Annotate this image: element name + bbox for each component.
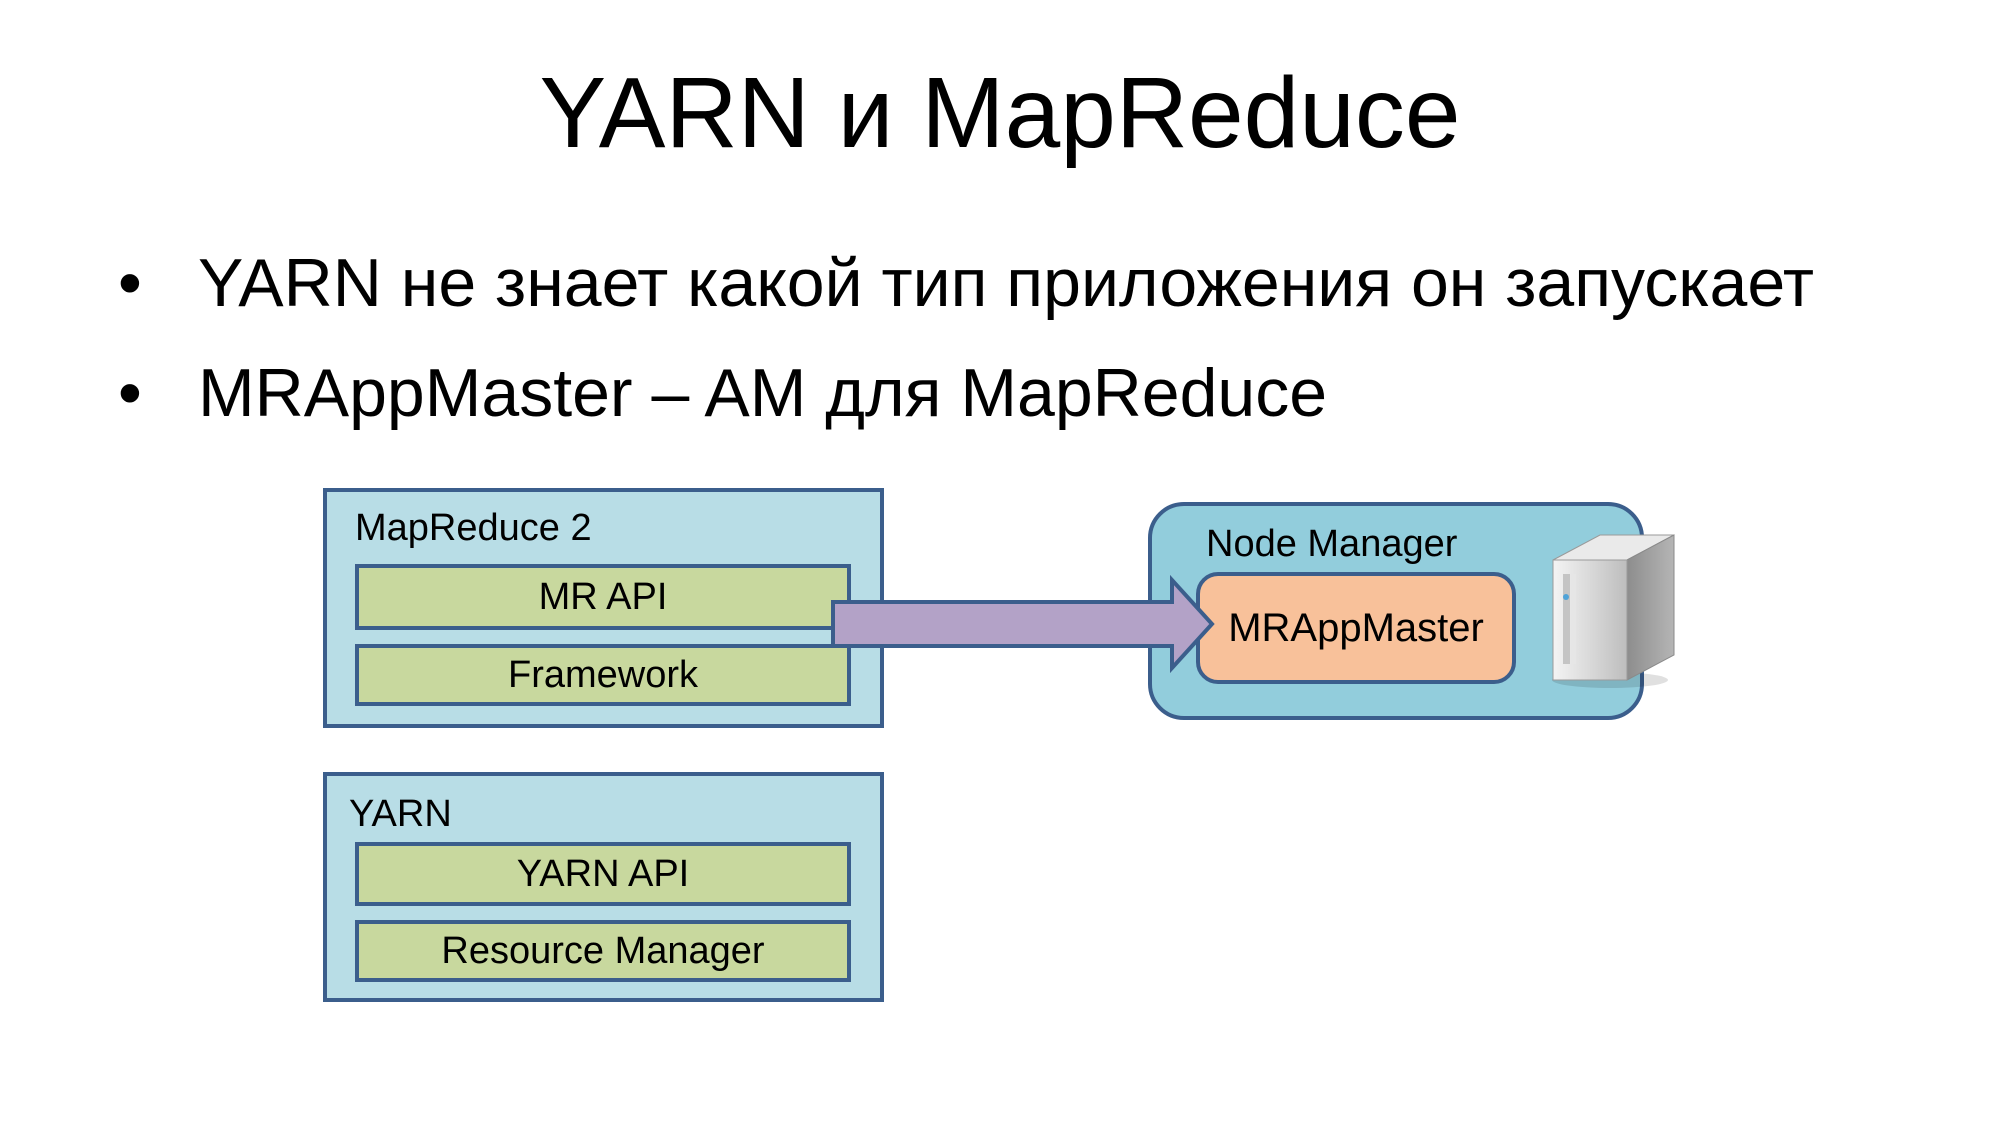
yarn-group: YARN YARN API Resource Manager <box>323 772 884 1002</box>
server-icon <box>1552 534 1675 688</box>
node-manager-label: Node Manager <box>1206 523 1458 565</box>
node-manager: Node Manager MRAppMaster <box>1148 502 1644 720</box>
bullet-dot: • <box>118 355 142 431</box>
slide-title: YARN и MapReduce <box>539 57 1461 169</box>
mapreduce-group-label: MapReduce 2 <box>355 507 592 549</box>
mrappmaster-box: MRAppMaster <box>1196 572 1516 684</box>
submit-arrow <box>831 574 1215 674</box>
resource-manager-layer: Resource Manager <box>355 920 851 982</box>
yarn-group-label: YARN <box>349 793 452 835</box>
bullet-item: • MRAppMaster – AM для MapReduce <box>118 338 1814 448</box>
bullet-item: • YARN не знает какой тип приложения он … <box>118 228 1814 338</box>
bullet-text: MRAppMaster – AM для MapReduce <box>198 355 1328 431</box>
bullet-dot: • <box>118 245 142 321</box>
bullet-list: • YARN не знает какой тип приложения он … <box>118 228 1814 448</box>
bullet-text: YARN не знает какой тип приложения он за… <box>198 245 1815 321</box>
yarn-api-layer: YARN API <box>355 842 851 906</box>
framework-layer: Framework <box>355 644 851 706</box>
mr-api-layer: MR API <box>355 564 851 630</box>
mapreduce-group: MapReduce 2 MR API Framework <box>323 488 884 728</box>
